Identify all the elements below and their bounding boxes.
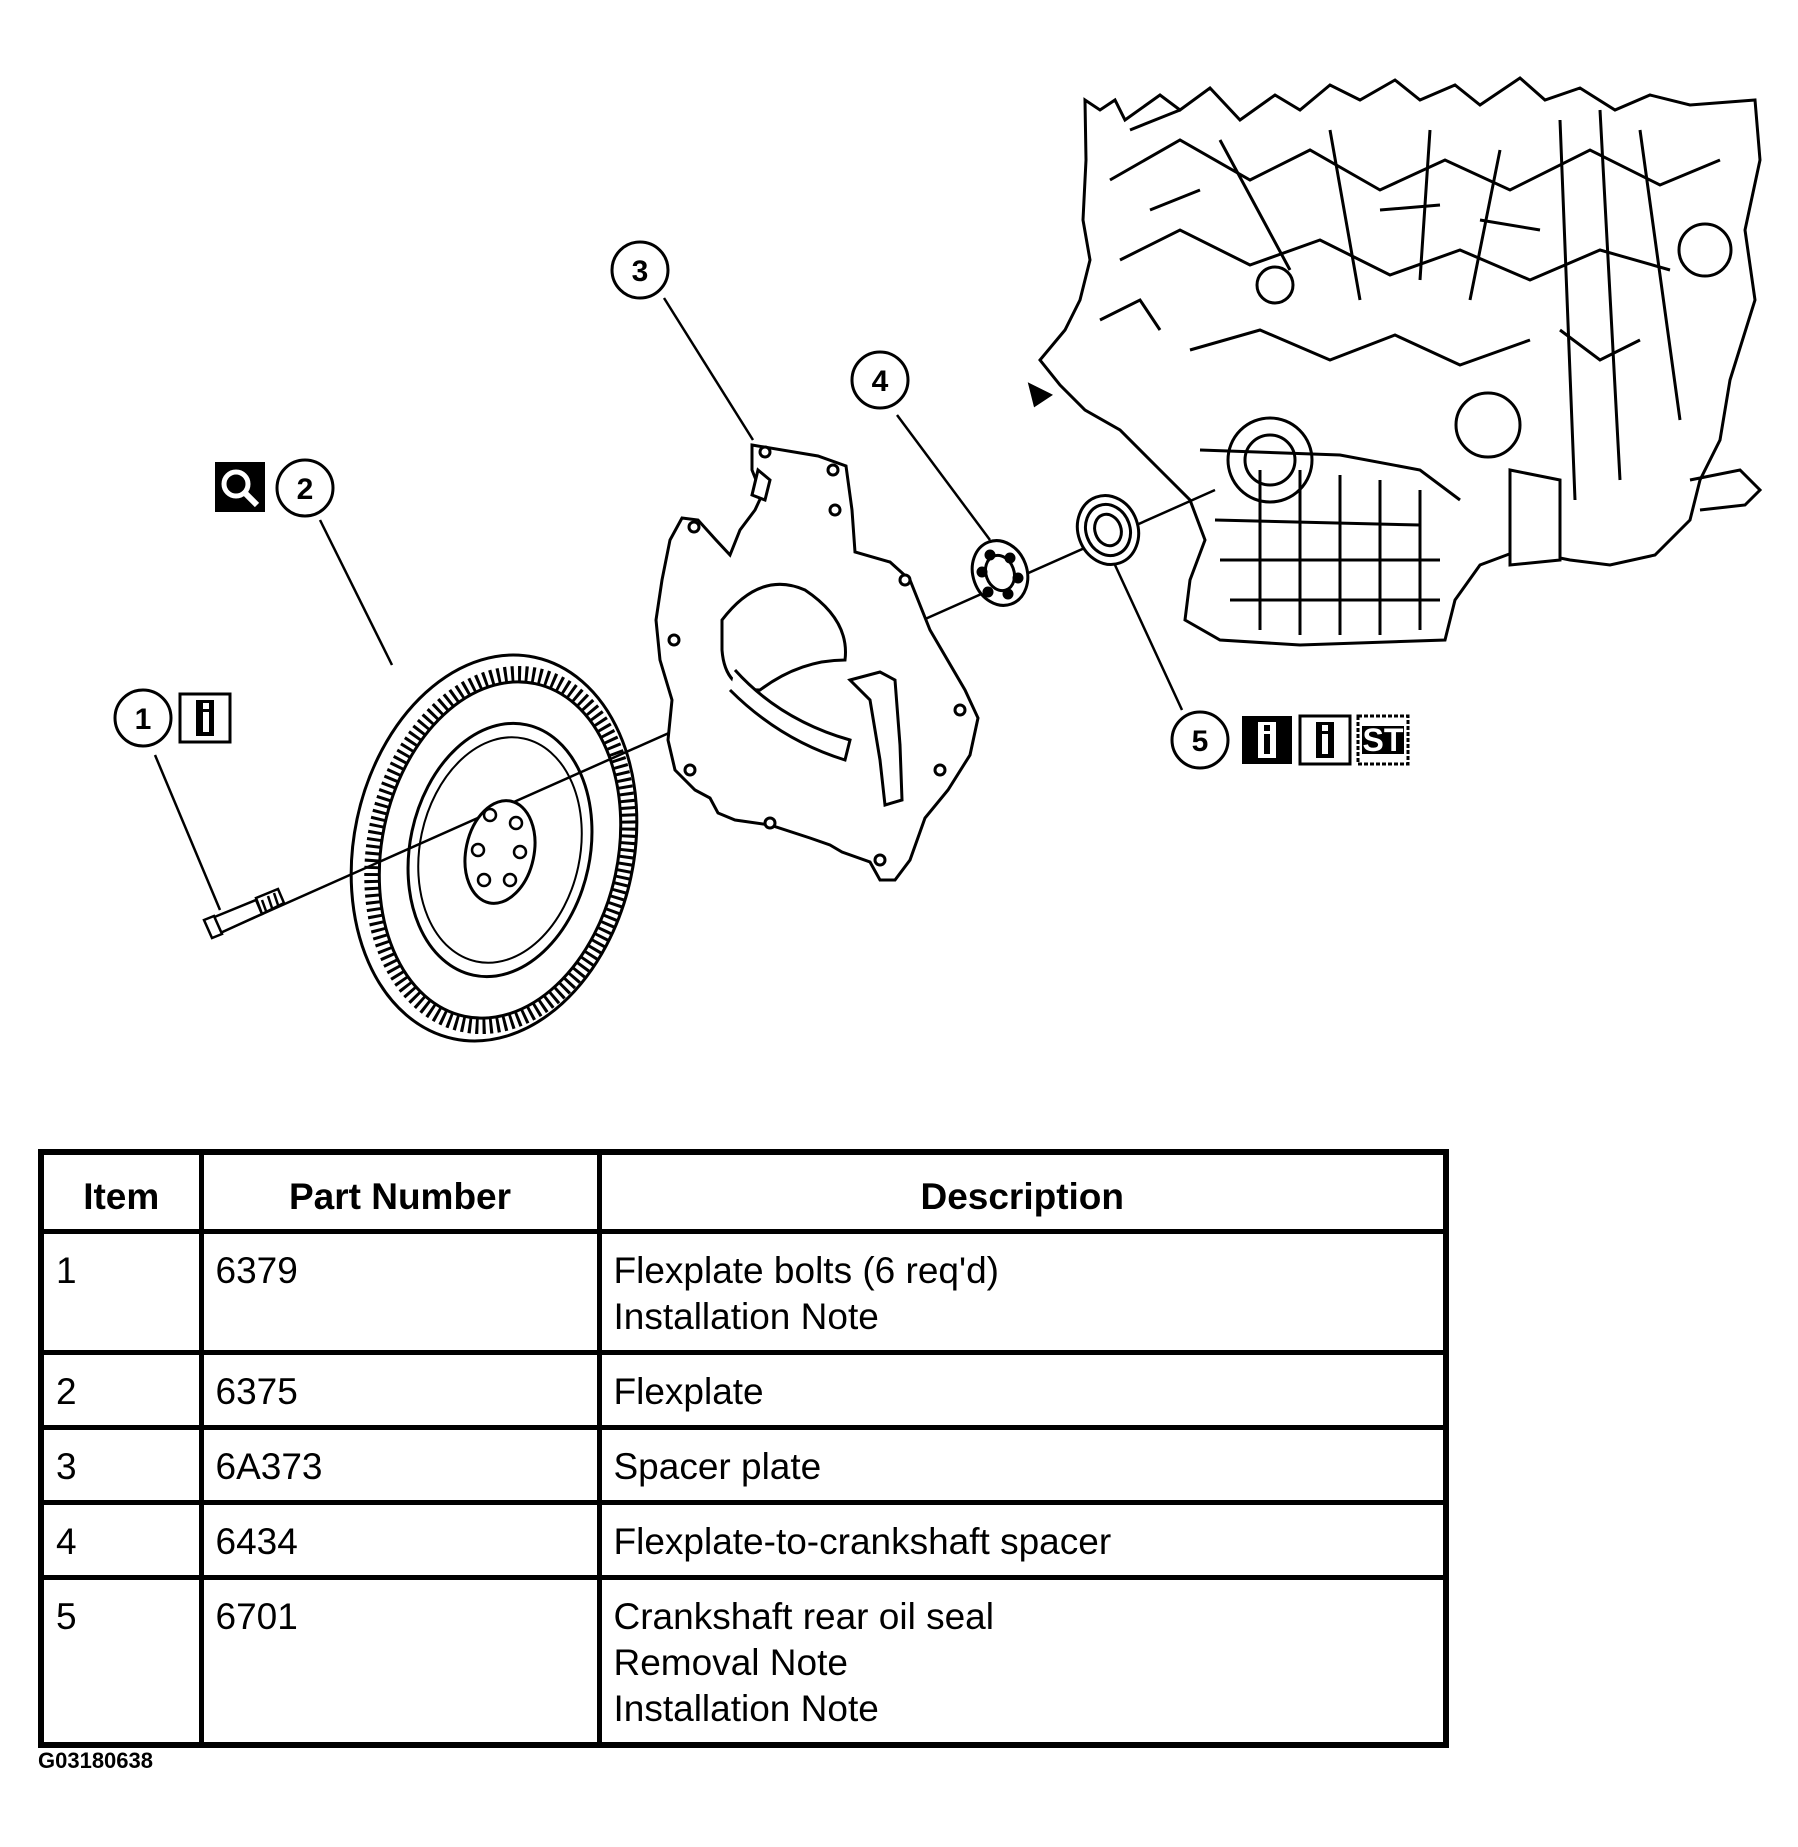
part-number-cell: 6A373	[198, 1425, 602, 1505]
info-icon-filled	[1242, 716, 1292, 764]
description-cell: Crankshaft rear oil seal Removal Note In…	[596, 1575, 1449, 1748]
table-header-row: Item Part Number Description	[38, 1149, 1449, 1234]
callout-5: 5	[1170, 710, 1230, 770]
svg-text:1: 1	[135, 703, 152, 736]
description-line: Installation Note	[613, 1296, 879, 1337]
description-line: Crankshaft rear oil seal	[613, 1596, 994, 1637]
part-number-cell: 6701	[198, 1575, 602, 1748]
description-line: Flexplate-to-crankshaft spacer	[613, 1521, 1112, 1562]
item-cell: 1	[38, 1229, 204, 1355]
description-line: Flexplate	[613, 1371, 764, 1412]
table-row: 4 6434 Flexplate-to-crankshaft spacer	[38, 1500, 1449, 1580]
exploded-view-diagram: 1 2 3 4 5	[113, 76, 1763, 1043]
figure-id: G03180638	[38, 1748, 153, 1773]
description-line: Spacer plate	[613, 1446, 822, 1487]
callout-4: 4	[850, 350, 910, 410]
item-cell: 4	[38, 1500, 204, 1580]
item-cell: 5	[38, 1575, 204, 1748]
svg-text:4: 4	[872, 365, 889, 398]
info-icon	[1298, 714, 1352, 766]
engine-block	[1027, 76, 1763, 647]
part-number-cell: 6375	[198, 1350, 602, 1430]
crankshaft-rear-oil-seal	[1075, 494, 1141, 566]
info-icon	[178, 692, 232, 744]
flexplate	[349, 653, 639, 1043]
table-row: 2 6375 Flexplate	[38, 1350, 1449, 1430]
description-line: Flexplate bolts (6 req'd)	[613, 1250, 999, 1291]
table-row: 5 6701 Crankshaft rear oil seal Removal …	[38, 1575, 1449, 1748]
part-number-cell: 6379	[198, 1229, 602, 1355]
description-cell: Flexplate-to-crankshaft spacer	[596, 1500, 1449, 1580]
svg-text:2: 2	[297, 473, 314, 506]
parts-table: Item Part Number Description 1 6379 Flex…	[38, 1149, 1449, 1748]
svg-text:5: 5	[1192, 725, 1209, 758]
spacer-plate	[654, 443, 980, 882]
flexplate-bolt	[202, 887, 286, 940]
callout-2: 2	[275, 458, 335, 518]
special-tool-icon: ST	[1356, 714, 1410, 766]
magnifier-icon	[215, 462, 265, 512]
part-number-cell: 6434	[198, 1500, 602, 1580]
item-cell: 3	[38, 1425, 204, 1505]
column-header-item: Item	[38, 1149, 204, 1234]
description-line: Installation Note	[613, 1688, 879, 1729]
crankshaft-spacer	[970, 539, 1030, 607]
description-cell: Flexplate	[596, 1350, 1449, 1430]
table-row: 3 6A373 Spacer plate	[38, 1425, 1449, 1505]
description-cell: Spacer plate	[596, 1425, 1449, 1505]
table-row: 1 6379 Flexplate bolts (6 req'd) Install…	[38, 1229, 1449, 1355]
item-cell: 2	[38, 1350, 204, 1430]
callout-3: 3	[610, 240, 670, 300]
svg-text:3: 3	[632, 255, 649, 288]
callout-1: 1	[113, 688, 173, 748]
description-line: Removal Note	[613, 1642, 848, 1683]
column-header-part-number: Part Number	[198, 1149, 602, 1234]
leader-lines	[153, 297, 1184, 911]
description-cell: Flexplate bolts (6 req'd) Installation N…	[596, 1229, 1449, 1355]
column-header-description: Description	[596, 1149, 1449, 1234]
svg-text:ST: ST	[1363, 722, 1404, 758]
